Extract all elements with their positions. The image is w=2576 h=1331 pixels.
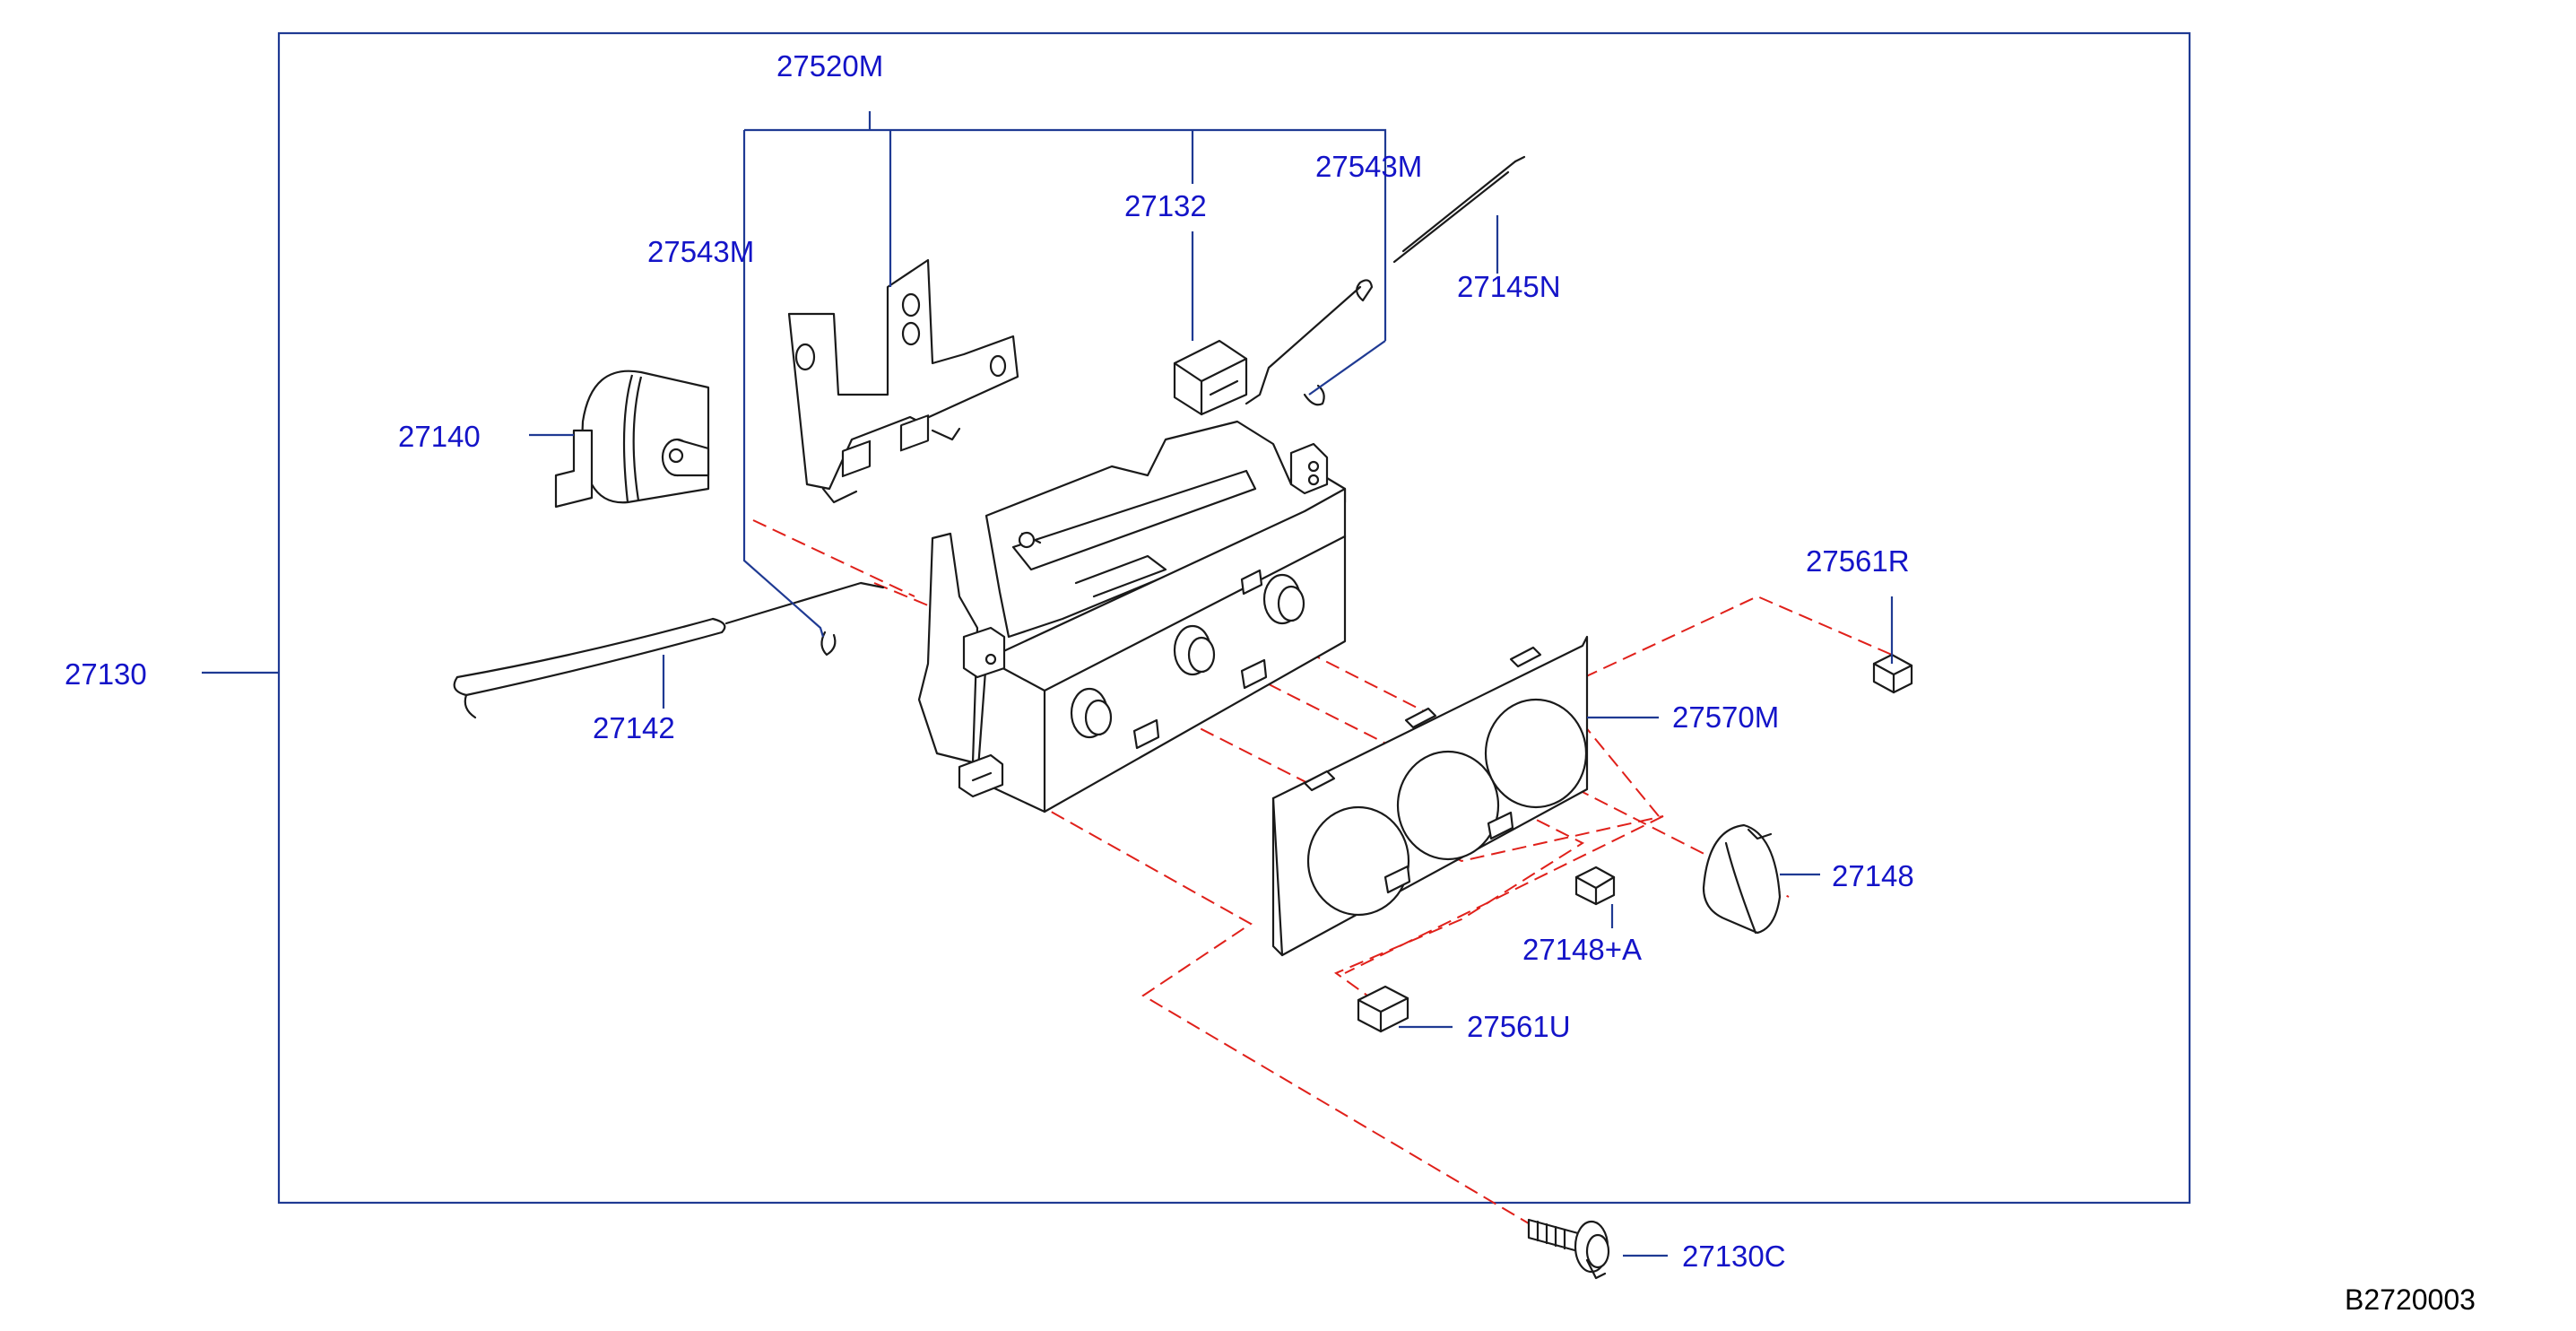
label-27148: 27148 xyxy=(1832,859,1914,892)
connector-27132 xyxy=(1173,339,1248,416)
label-27130C: 27130C xyxy=(1682,1240,1786,1273)
label-27140: 27140 xyxy=(398,420,481,453)
front-bezel-27570M xyxy=(1271,635,1589,957)
label-27543M-right: 27543M xyxy=(1315,150,1422,183)
control-housing-27130 xyxy=(917,420,1347,813)
part-labels: 27520M 27543M 27132 27543M 27145N 27140 … xyxy=(65,49,1914,1273)
blower-switch-27140 xyxy=(554,370,710,509)
label-27543M-left: 27543M xyxy=(647,235,754,268)
control-cable-27145N xyxy=(1245,155,1526,406)
label-27148A: 27148+A xyxy=(1522,933,1642,966)
label-27142: 27142 xyxy=(593,711,675,744)
clip-27148A xyxy=(1574,866,1616,906)
control-cable-27142 xyxy=(453,581,885,719)
screw-27130C xyxy=(1527,1218,1610,1280)
label-27561U: 27561U xyxy=(1467,1010,1571,1043)
knob-27148 xyxy=(1702,823,1782,935)
leader-lines xyxy=(202,111,1894,1257)
assembly-frame xyxy=(277,31,2191,1205)
clip-27561U xyxy=(1357,985,1409,1033)
label-27561R: 27561R xyxy=(1806,544,1910,578)
label-27520M: 27520M xyxy=(776,49,883,83)
label-27145N: 27145N xyxy=(1457,270,1561,303)
mounting-bracket-27520M xyxy=(787,258,1019,504)
label-27130: 27130 xyxy=(65,657,147,691)
diagram-code: B2720003 xyxy=(2345,1283,2476,1316)
label-27132: 27132 xyxy=(1124,189,1207,222)
label-27570M: 27570M xyxy=(1672,700,1779,734)
